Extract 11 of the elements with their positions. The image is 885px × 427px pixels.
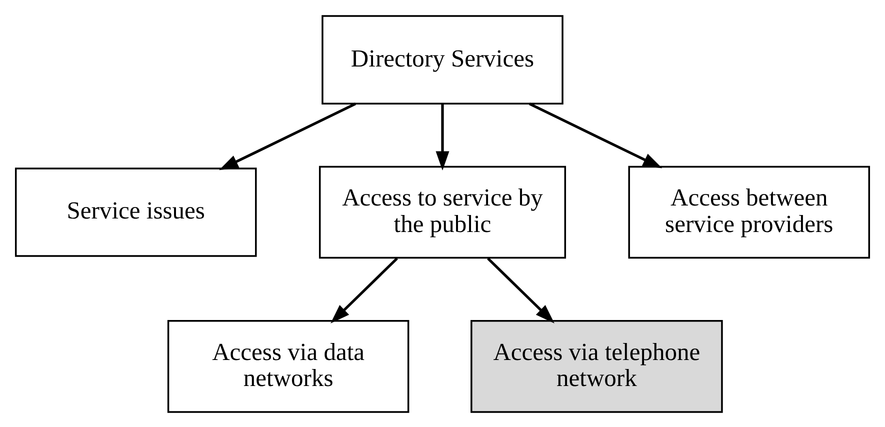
node-box: Service issues (14, 167, 257, 256)
node-box: Access via data networks (167, 320, 410, 412)
arrow (528, 102, 662, 168)
node-box: Access between service providers (628, 165, 870, 258)
arrow (487, 256, 554, 323)
node-box: Access via telephone network (470, 320, 723, 412)
node-box: Directory Services (322, 14, 564, 104)
arrow (330, 256, 398, 323)
arrow (219, 102, 356, 170)
arrow (436, 103, 450, 170)
node-box: Access to service by the public (318, 165, 566, 258)
